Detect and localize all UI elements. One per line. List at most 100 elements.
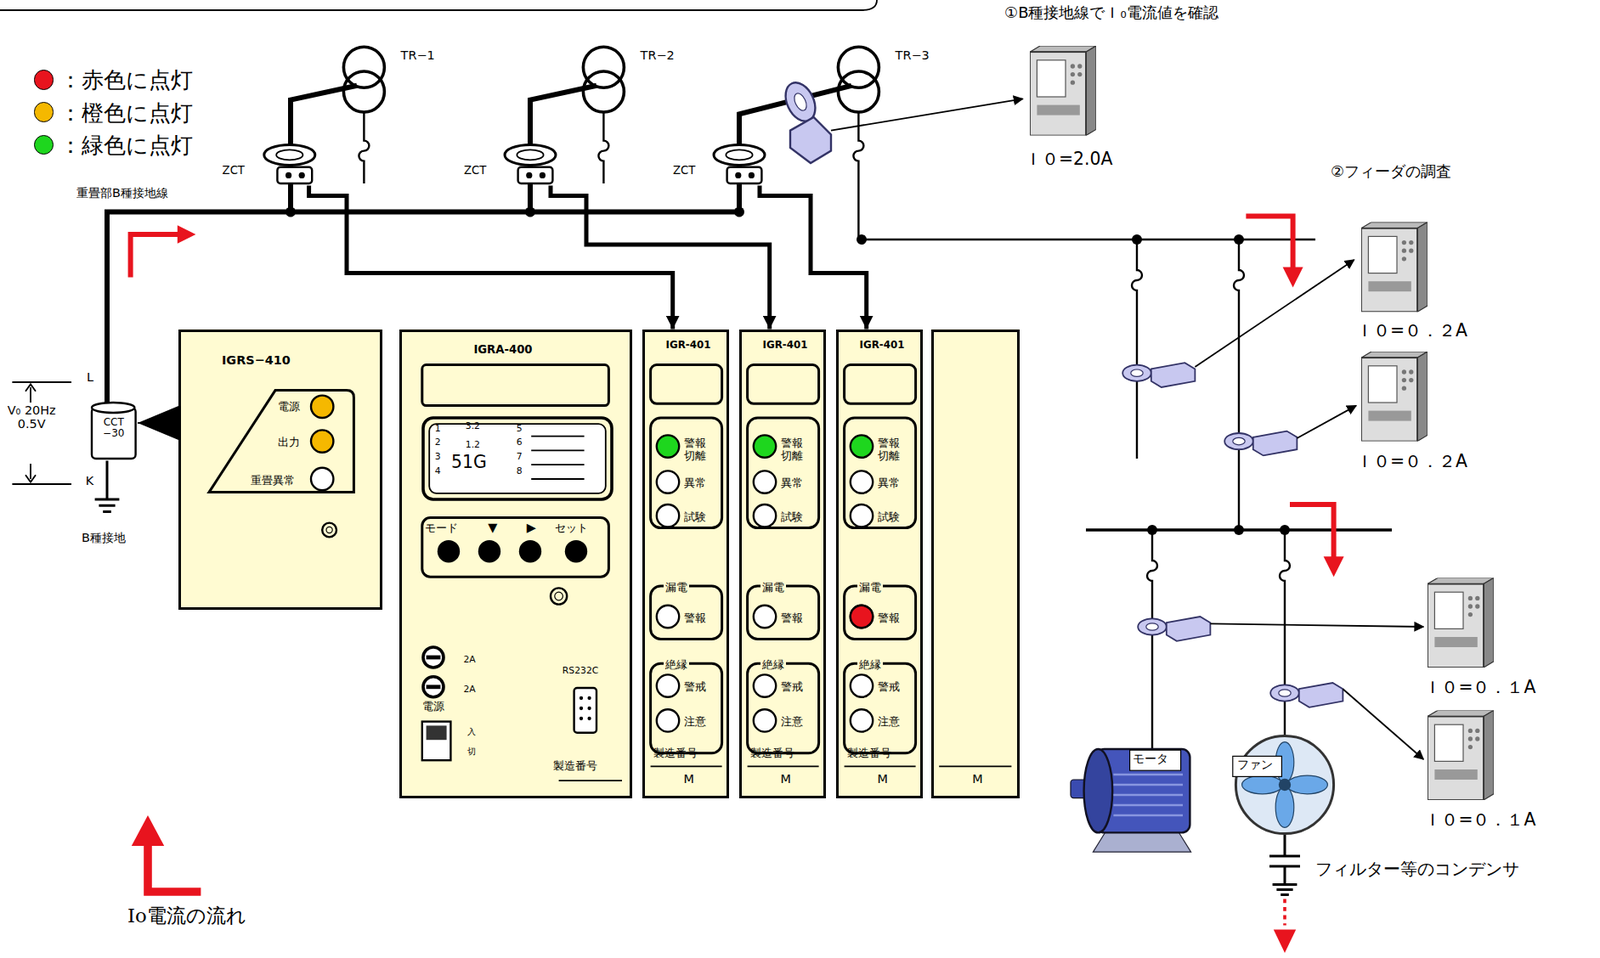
zct-ring-part	[713, 144, 765, 165]
cct: CCT −30	[90, 402, 138, 463]
zct-ring-part	[264, 144, 316, 165]
node-text: 2	[435, 437, 441, 448]
igra-face-part	[429, 424, 606, 494]
node-text: 試験	[780, 511, 803, 525]
node-text: Ｉ０=０．２A	[1356, 321, 1468, 340]
node-text: 5	[516, 424, 523, 435]
zct-ring-part	[539, 172, 546, 179]
zct-ring-part	[504, 144, 556, 165]
igrs-face-part	[209, 390, 354, 493]
zct-ring-part	[277, 167, 312, 184]
igra-face-part	[587, 696, 591, 701]
relay-face	[642, 329, 1020, 799]
fan-body-part	[1242, 775, 1284, 795]
leader-line-part	[1194, 260, 1354, 368]
igrs-face-part	[178, 329, 383, 611]
annotation: 重畳部B種接地線	[76, 186, 169, 201]
zct-ring-part	[518, 167, 554, 184]
transformer-symbol-part	[343, 46, 385, 88]
node-text: 警報 切離	[877, 437, 905, 463]
motor-body	[1070, 749, 1192, 853]
zct-ring-part	[725, 149, 752, 160]
relay-module: IGR-401警報 切離異常試験漏電警報絶縁警戒注意製造番号M	[642, 329, 730, 799]
igra-face-part	[579, 696, 583, 701]
node-text: ▶	[526, 521, 537, 536]
annotation: Io電流の流れ	[127, 905, 247, 928]
node-text: 製造番号	[553, 760, 598, 774]
node-text: ▼	[487, 521, 498, 536]
node-text: 3	[435, 452, 441, 463]
secondary-wire-part	[1131, 239, 1143, 459]
node-text: TR−1	[401, 49, 436, 63]
meter-body-part	[1361, 351, 1428, 442]
capacitor-leak-part	[1273, 929, 1296, 954]
igra-face-part	[426, 684, 441, 690]
relay-face-part	[739, 329, 826, 799]
ground-symbol-part	[95, 460, 120, 512]
legend-text: ：緑色に点灯	[59, 132, 193, 158]
secondary-wire-part	[1147, 530, 1158, 750]
drive-arrow	[137, 422, 179, 425]
node-text: 漏電	[857, 582, 883, 595]
clamp-sensor-part	[1122, 362, 1195, 388]
tr3-clamp-part	[790, 117, 832, 164]
node-text: M	[780, 773, 792, 787]
igrs-face-part	[310, 468, 334, 491]
fan-body-part	[1278, 779, 1291, 792]
node-text: 注意	[780, 716, 803, 730]
node-text: 切	[467, 747, 476, 758]
igrs-face-part	[310, 395, 334, 419]
node-text: Ｉ０=０．１A	[1424, 810, 1536, 830]
zct: ZCT	[504, 141, 558, 187]
node-text: 警報 切離	[684, 437, 711, 463]
secondary-wire-part	[1085, 528, 1392, 532]
relay-module: IGR-401警報 切離異常試験漏電警報絶縁警戒注意製造番号M	[836, 329, 923, 799]
igra-face-part	[550, 587, 567, 605]
node-text: M	[684, 773, 695, 787]
bus-dot-part	[734, 207, 745, 218]
node-text: RS232C	[562, 666, 600, 677]
clamp-meter: Ｉ０=０．２A	[1361, 222, 1428, 313]
blank-module: M	[931, 329, 1020, 799]
node-text: TR−2	[640, 49, 675, 63]
node-text: IGR-401	[746, 339, 825, 351]
node-text: ZCT	[222, 164, 245, 178]
secondary-wire-part	[861, 238, 1316, 241]
node-text: 警戒	[780, 681, 803, 695]
node-text: CCT −30	[91, 417, 136, 440]
secondary-wire-part	[358, 112, 369, 184]
igra-face-part	[423, 418, 612, 500]
annotation: ①B種接地線でＩ₀電流値を確認	[1004, 4, 1219, 22]
flow-arrow-part	[1283, 266, 1304, 288]
node-text: M	[972, 773, 983, 787]
zct-ring-part	[276, 149, 303, 160]
transformer-symbol-part	[343, 71, 385, 113]
cct-core-part	[91, 407, 136, 459]
node-text: 警報	[877, 612, 900, 626]
secondary-wire-part	[598, 112, 609, 184]
node-text: 重畳異常	[250, 474, 295, 488]
meter-body-part	[1361, 222, 1428, 313]
transformer: TR−1	[341, 45, 385, 115]
relay-face-part	[642, 329, 730, 799]
clamp-sensor-part	[1137, 616, 1210, 642]
node-text: 6	[516, 437, 523, 448]
transformer: TR−3	[836, 45, 879, 115]
legend-swatch	[33, 69, 55, 91]
igra-face-part	[587, 717, 591, 721]
node-text: 絶縁	[857, 659, 883, 673]
leader-line-part	[1342, 689, 1424, 760]
node-text: ZCT	[463, 164, 487, 178]
motor-body-part	[1084, 749, 1114, 833]
leader-line-part	[1209, 623, 1424, 628]
node-text: 製造番号	[653, 747, 698, 761]
legend-item: ：赤色に点灯	[33, 67, 194, 92]
legend-text: ：赤色に点灯	[59, 67, 193, 92]
igra-face-part	[519, 540, 542, 563]
zct-ring-part	[727, 167, 763, 184]
flow-arrow-part	[1323, 556, 1345, 577]
node-text: 警戒	[684, 681, 707, 695]
transformer-symbol-part	[837, 71, 879, 113]
node-text: 製造番号	[847, 747, 892, 761]
signal-wire	[550, 185, 770, 329]
